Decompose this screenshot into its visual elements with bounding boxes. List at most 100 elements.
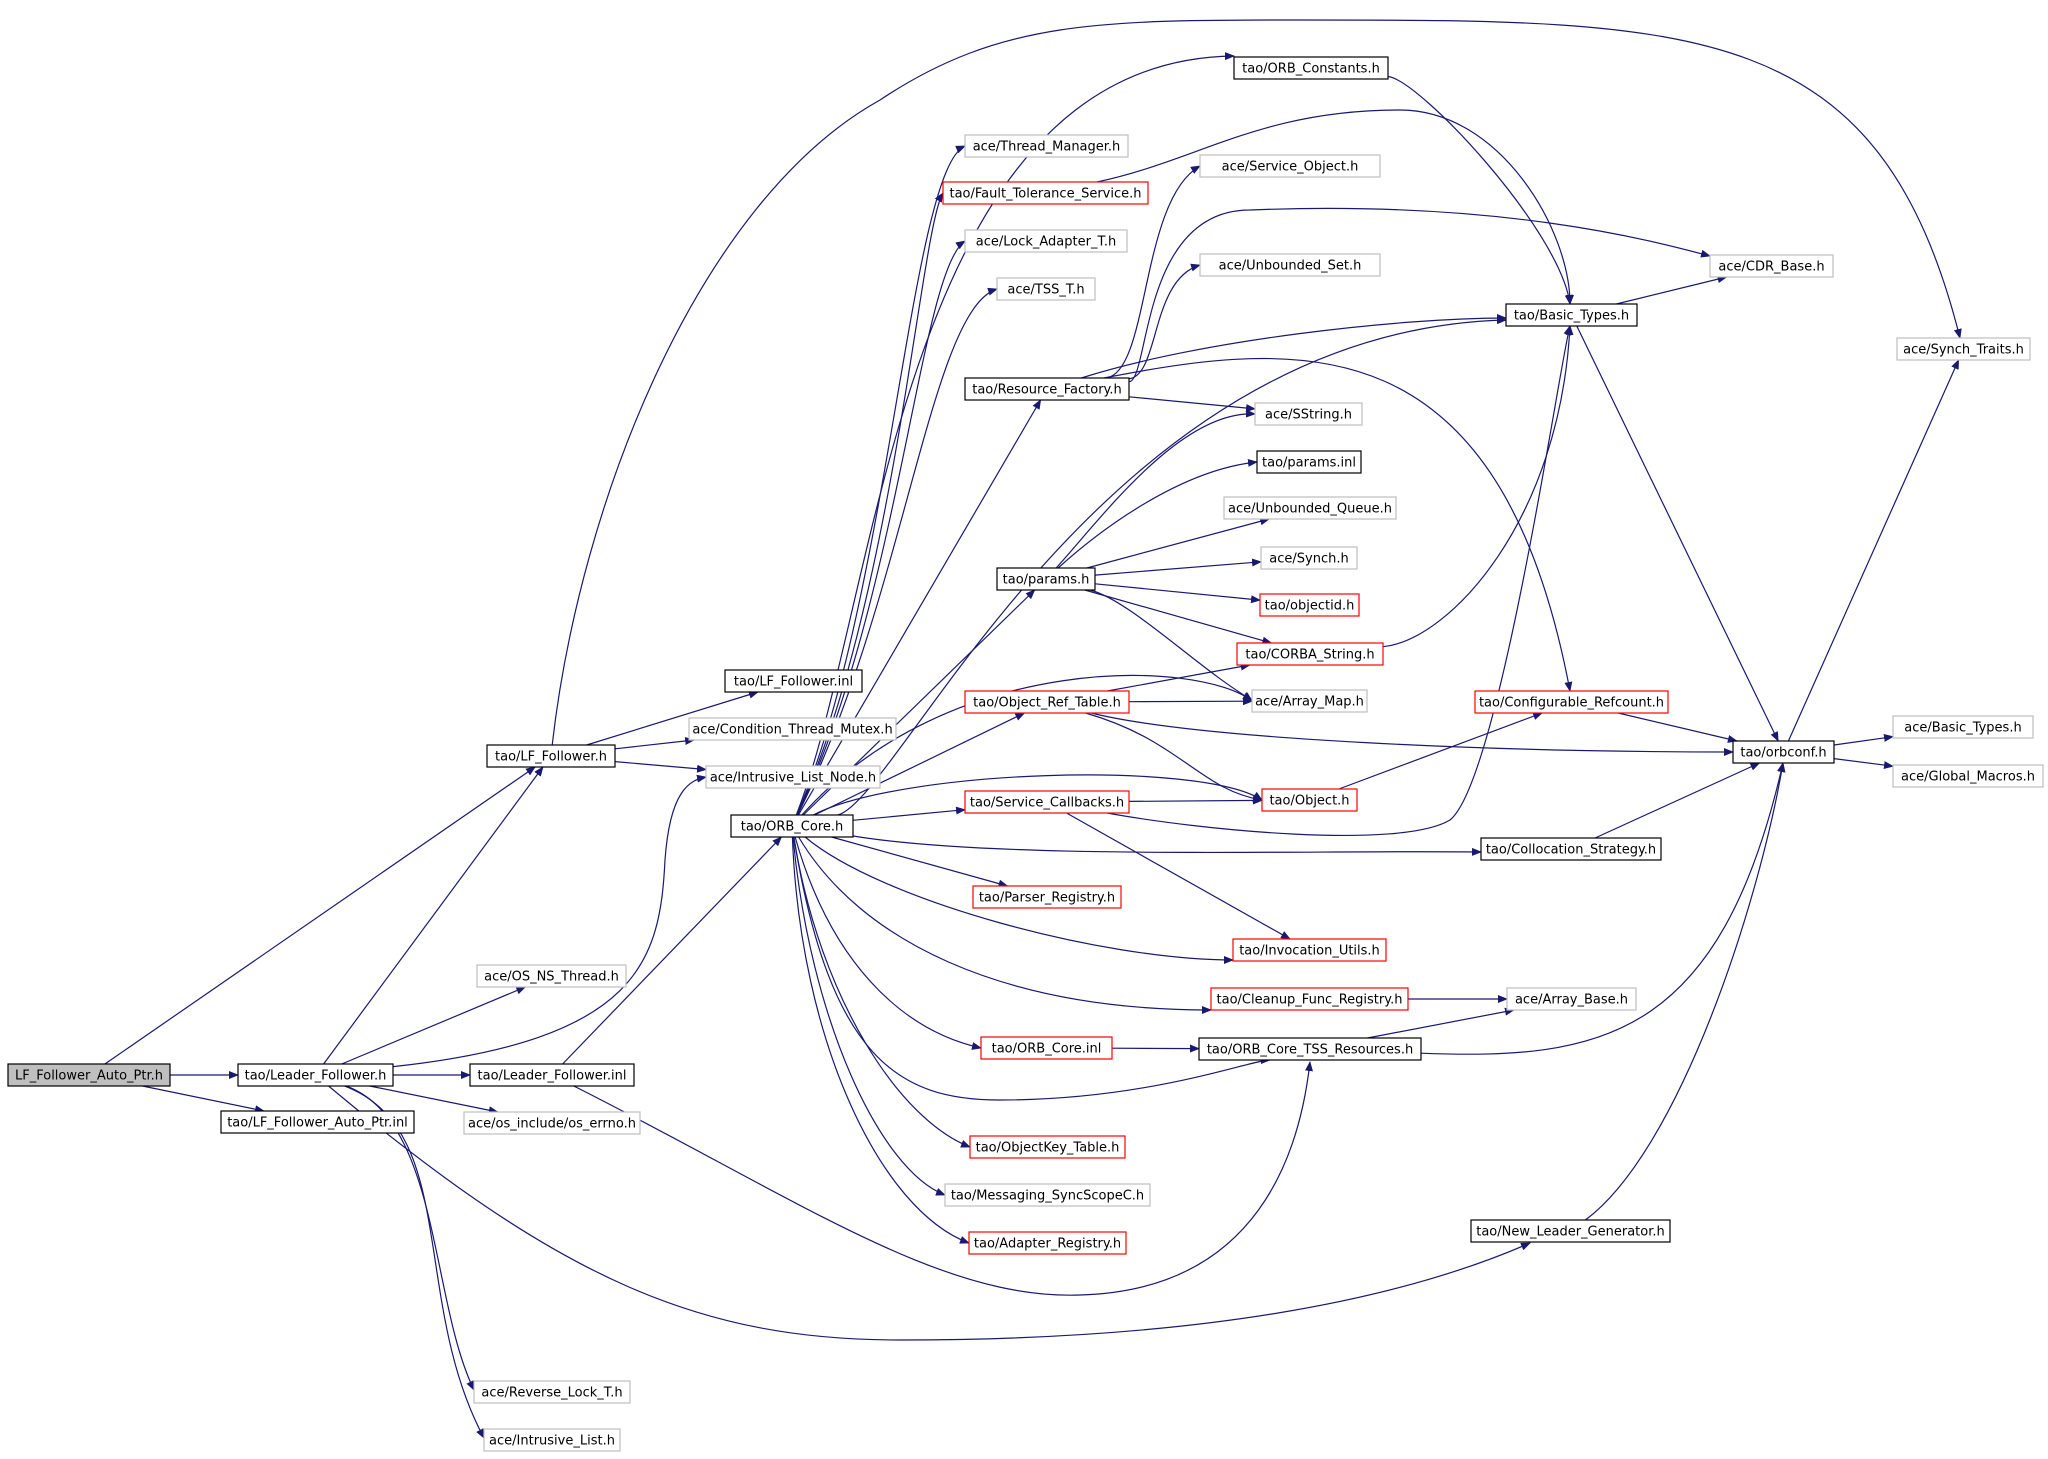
node-label: tao/Adapter_Registry.h — [974, 1237, 1121, 1252]
edge-leader_follower_inl-to-orb_core_tss — [573, 1061, 1313, 1296]
node-box — [1223, 496, 1397, 520]
node-box — [1199, 253, 1381, 277]
node-orb-core-tss[interactable]: tao/ORB_Core_TSS_Resources.h — [1198, 1037, 1422, 1061]
edge-object_ref_table-to-object_h — [1085, 712, 1263, 803]
node-params-h[interactable]: tao/params.h — [996, 567, 1096, 591]
node-adapter-registry[interactable]: tao/Adapter_Registry.h — [968, 1231, 1127, 1255]
node-parser-registry[interactable]: tao/Parser_Registry.h — [972, 885, 1122, 909]
node-box — [1236, 642, 1384, 666]
edge-params_h-to-unbounded_queue — [1086, 517, 1271, 569]
node-label: ace/OS_NS_Thread.h — [484, 970, 619, 985]
node-leader-follower-inl[interactable]: tao/Leader_Follower.inl — [469, 1063, 635, 1087]
edge-params_h-to-corba_string — [1084, 589, 1273, 645]
node-box — [1260, 546, 1358, 570]
node-cleanup-func-registry[interactable]: tao/Cleanup_Func_Registry.h — [1210, 987, 1409, 1011]
edge-orb_constants-to-basic_types_tao — [1387, 75, 1573, 305]
node-orb-core-h[interactable]: tao/ORB_Core.h — [730, 814, 854, 838]
edge-resource_factory-to-cdr_base — [1128, 207, 1711, 383]
node-lf-follower-inl[interactable]: tao/LF_Follower.inl — [724, 669, 863, 693]
node-box — [968, 1231, 1127, 1255]
edge-orb_core_h-to-orb_constants — [795, 52, 1235, 816]
node-params-inl[interactable]: tao/params.inl — [1256, 450, 1362, 474]
edge-root-to-lf_follower_h — [104, 766, 536, 1065]
edge-object_ref_table-to-array_map — [1128, 697, 1253, 706]
node-label: tao/Leader_Follower.h — [245, 1069, 387, 1084]
edge-orb_core_h-to-resource_factory — [797, 399, 1042, 816]
edge-orb_core_h-to-object_ref_table — [814, 712, 1026, 816]
node-reverse-lock: ace/Reverse_Lock_T.h — [473, 1380, 631, 1404]
node-corba-string[interactable]: tao/CORBA_String.h — [1236, 642, 1384, 666]
node-invocation-utils[interactable]: tao/Invocation_Utils.h — [1232, 938, 1387, 962]
node-fault-tolerance[interactable]: tao/Fault_Tolerance_Service.h — [942, 181, 1149, 205]
edge-leader_follower_h-to-lf_follower_h — [323, 766, 544, 1065]
edge-lf_follower_h-to-lf_follower_inl — [586, 690, 759, 746]
node-label: tao/ORB_Core_TSS_Resources.h — [1207, 1043, 1413, 1058]
node-orbconf[interactable]: tao/orbconf.h — [1732, 740, 1835, 764]
node-box — [964, 377, 1130, 401]
node-basic-types-tao[interactable]: tao/Basic_Types.h — [1505, 303, 1638, 327]
node-label: ace/Array_Map.h — [1255, 695, 1364, 710]
node-leader-follower-h[interactable]: tao/Leader_Follower.h — [237, 1063, 394, 1087]
node-label: ace/Reverse_Lock_T.h — [481, 1386, 622, 1401]
node-label: ace/Unbounded_Set.h — [1219, 259, 1362, 274]
node-new-leader-generator[interactable]: tao/New_Leader_Generator.h — [1470, 1219, 1671, 1243]
node-resource-factory[interactable]: tao/Resource_Factory.h — [964, 377, 1130, 401]
node-box — [1709, 254, 1834, 278]
node-lf-auto-ptr-inl[interactable]: tao/LF_Follower_Auto_Ptr.inl — [220, 1110, 415, 1134]
node-label: tao/orbconf.h — [1740, 746, 1826, 761]
node-lock-adapter: ace/Lock_Adapter_T.h — [964, 229, 1128, 253]
edge-orb_core_h-to-adapter_registry — [791, 836, 970, 1244]
edge-lf_follower_h-to-intrusive_list_node — [614, 761, 707, 773]
node-object-h[interactable]: tao/Object.h — [1261, 788, 1358, 812]
node-label: tao/Messaging_SyncScopeC.h — [951, 1189, 1144, 1204]
node-root[interactable]: LF_Follower_Auto_Ptr.h — [7, 1063, 171, 1087]
edge-resource_factory-to-service_object — [1106, 165, 1201, 379]
edge-lf_follower_h-to-synch_traits — [551, 19, 1962, 746]
node-label: tao/LF_Follower.h — [495, 750, 607, 765]
edges — [104, 19, 1962, 1439]
node-objectkey-table[interactable]: tao/ObjectKey_Table.h — [969, 1135, 1126, 1159]
node-label: tao/Fault_Tolerance_Service.h — [949, 187, 1141, 202]
node-label: ace/Lock_Adapter_T.h — [976, 235, 1116, 250]
edge-orb_core_h-to-fault_tolerance — [796, 192, 944, 816]
nodes: LF_Follower_Auto_Ptr.h tao/Leader_Followe… — [7, 56, 2044, 1452]
node-box — [1505, 303, 1638, 327]
node-array-map: ace/Array_Map.h — [1251, 689, 1368, 713]
node-label: tao/Collocation_Strategy.h — [1486, 843, 1656, 858]
node-cond-thread-mutex: ace/Condition_Thread_Mutex.h — [688, 717, 897, 741]
node-box — [1892, 764, 2044, 788]
node-orb-core-inl[interactable]: tao/ORB_Core.inl — [980, 1036, 1113, 1060]
node-unbounded-queue: ace/Unbounded_Queue.h — [1223, 496, 1397, 520]
node-label: ace/Service_Object.h — [1222, 160, 1359, 175]
node-orb-constants[interactable]: tao/ORB_Constants.h — [1233, 56, 1389, 80]
node-box — [1256, 450, 1362, 474]
node-lf-follower-h[interactable]: tao/LF_Follower.h — [486, 744, 616, 768]
edge-leader_follower_h-to-intrusive_list — [344, 1085, 485, 1439]
edge-service_callbacks-to-object_h — [1128, 796, 1263, 805]
node-box — [964, 134, 1129, 158]
node-os-errno: ace/os_include/os_errno.h — [463, 1111, 641, 1135]
edge-basic_types_tao-to-orbconf — [1576, 325, 1779, 742]
node-configurable-refcount[interactable]: tao/Configurable_Refcount.h — [1474, 690, 1669, 714]
node-label: tao/ORB_Core.h — [741, 820, 844, 835]
node-label: tao/ObjectKey_Table.h — [976, 1141, 1120, 1156]
node-collocation-strategy[interactable]: tao/Collocation_Strategy.h — [1480, 837, 1662, 861]
edge-orbconf-to-synch_traits — [1787, 359, 1960, 742]
edge-orb_core_tss-to-array_base — [1367, 1007, 1515, 1039]
node-objectid[interactable]: tao/objectid.h — [1259, 593, 1360, 617]
node-service-object: ace/Service_Object.h — [1199, 154, 1381, 178]
edge-orb_core_h-to-invocation_utils — [804, 836, 1234, 964]
node-label: tao/CORBA_String.h — [1245, 648, 1374, 663]
node-box — [7, 1063, 171, 1087]
node-object-ref-table[interactable]: tao/Object_Ref_Table.h — [964, 690, 1130, 714]
edge-leader_follower_inl-to-orb_core_h — [562, 836, 783, 1065]
node-box — [469, 1063, 635, 1087]
node-box — [220, 1110, 415, 1134]
node-label: tao/objectid.h — [1265, 599, 1355, 614]
node-service-callbacks[interactable]: tao/Service_Callbacks.h — [964, 790, 1130, 814]
node-label: ace/Intrusive_List.h — [489, 1434, 615, 1449]
node-label: ace/Synch_Traits.h — [1903, 343, 2024, 358]
node-label: ace/Intrusive_List_Node.h — [710, 771, 876, 786]
node-array-base: ace/Array_Base.h — [1506, 987, 1637, 1011]
node-box — [237, 1063, 394, 1087]
